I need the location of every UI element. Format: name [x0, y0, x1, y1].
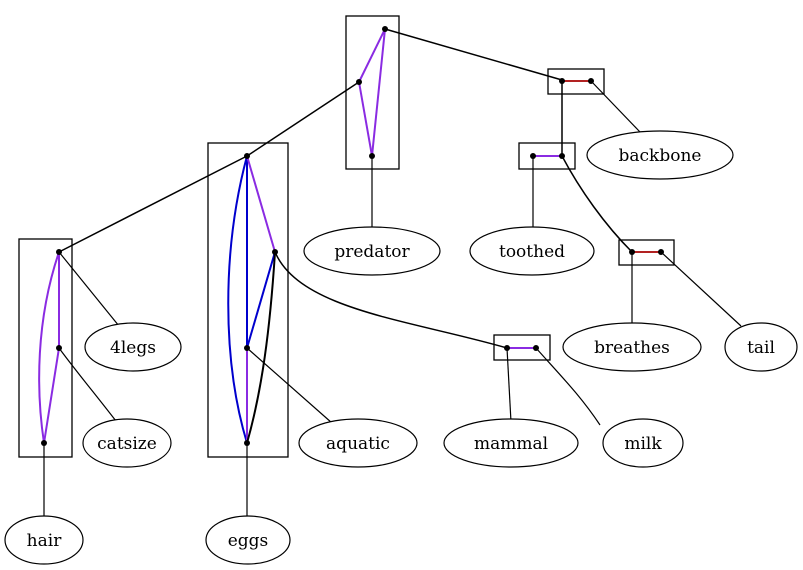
node-toothed: toothed — [469, 226, 595, 276]
node-predator-label: predator — [334, 242, 410, 262]
cluster-predator — [345, 15, 400, 170]
node-mammal-shape — [443, 418, 579, 468]
node-tail: tail — [724, 322, 798, 372]
dot-backbone-left — [559, 78, 565, 84]
dot-eggs-top — [244, 153, 250, 159]
node-backbone-label: backbone — [619, 146, 702, 166]
edge-hair-lower — [43, 347, 60, 444]
node-backbone-shape — [586, 130, 734, 180]
link-milk-node-to-label — [535, 347, 601, 426]
node-backbone: backbone — [586, 130, 734, 180]
cluster-toothed — [518, 142, 576, 170]
dot-eggs-bottom — [244, 440, 250, 446]
node-milk: milk — [602, 418, 684, 468]
cluster-hair — [18, 238, 73, 458]
dot-hair-bottom — [41, 440, 47, 446]
cluster-eggs — [207, 142, 289, 458]
dot-hair-mid — [56, 345, 62, 351]
node-predator-shape — [303, 226, 441, 276]
node-tail-shape — [724, 322, 798, 372]
dot-breathes — [629, 249, 635, 255]
dot-mammal — [504, 345, 510, 351]
node-catsize: catsize — [82, 418, 172, 468]
node-catsize-shape — [82, 418, 172, 468]
edge-predator-c — [371, 28, 386, 157]
node-milk-shape — [602, 418, 684, 468]
link-backbone-node-to-label — [590, 80, 641, 133]
edge-eggs-black-curve — [246, 251, 276, 444]
edge-predator-a — [358, 28, 386, 83]
node-eggs-shape — [205, 515, 291, 565]
node-aquatic-label: aquatic — [326, 434, 390, 454]
node-mammal: mammal — [443, 418, 579, 468]
node-4legs: 4legs — [84, 322, 182, 372]
node-4legs-shape — [84, 322, 182, 372]
cluster-backbone — [547, 68, 605, 95]
dot-predator-bottom — [369, 153, 375, 159]
edge-eggs-blue-left — [227, 155, 248, 444]
link-predator-to-backbone-box — [384, 28, 563, 81]
cluster-mammal-milk — [493, 334, 551, 361]
node-aquatic: aquatic — [298, 418, 418, 468]
node-milk-label: milk — [624, 434, 662, 454]
dot-eggs-aquatic-link — [272, 249, 278, 255]
edge-eggs-blue-diag — [246, 251, 276, 349]
dot-predator-mid — [356, 79, 362, 85]
dot-hair-top — [56, 249, 62, 255]
edge-hair-left-curve — [38, 251, 60, 444]
node-toothed-label: toothed — [499, 242, 565, 262]
dot-backbone-right — [588, 78, 594, 84]
node-mammal-label: mammal — [474, 434, 548, 454]
node-catsize-label: catsize — [97, 434, 157, 454]
dot-tail — [658, 249, 664, 255]
node-breathes-label: breathes — [594, 338, 670, 358]
node-eggs: eggs — [205, 515, 291, 565]
cluster-boxes — [18, 15, 675, 458]
edge-predator-b — [358, 81, 373, 157]
junction-dots — [41, 26, 664, 446]
dot-milk — [533, 345, 539, 351]
edge-eggs-purple-diag — [246, 155, 276, 253]
dot-eggs-mid — [244, 345, 250, 351]
cluster-edges — [38, 28, 661, 444]
node-breathes-shape — [562, 322, 702, 372]
node-hair-label: hair — [27, 531, 63, 551]
node-4legs-label: 4legs — [110, 338, 156, 358]
link-toothed-to-breathes-box — [561, 155, 633, 253]
node-toothed-shape — [469, 226, 595, 276]
cluster-breathes-tail — [618, 239, 675, 266]
link-4legs-node-to-label — [58, 251, 120, 327]
node-eggs-label: eggs — [228, 531, 269, 551]
link-eggs-box-to-hair-box — [58, 155, 248, 253]
link-aquatic-node-to-label — [246, 347, 333, 424]
dot-toothed-right — [559, 153, 565, 159]
node-aquatic-shape — [298, 418, 418, 468]
node-breathes: breathes — [562, 322, 702, 372]
link-predator-to-eggs-box — [246, 81, 360, 157]
link-catsize-node-to-label — [58, 347, 120, 426]
link-mammal-node-to-label — [506, 347, 512, 423]
dot-toothed-left — [530, 153, 536, 159]
link-tail-node-to-label — [660, 251, 742, 327]
dot-predator-top — [382, 26, 388, 32]
node-hair: hair — [4, 515, 84, 565]
node-predator: predator — [303, 226, 441, 276]
node-tail-label: tail — [747, 338, 775, 358]
node-hair-shape — [4, 515, 84, 565]
